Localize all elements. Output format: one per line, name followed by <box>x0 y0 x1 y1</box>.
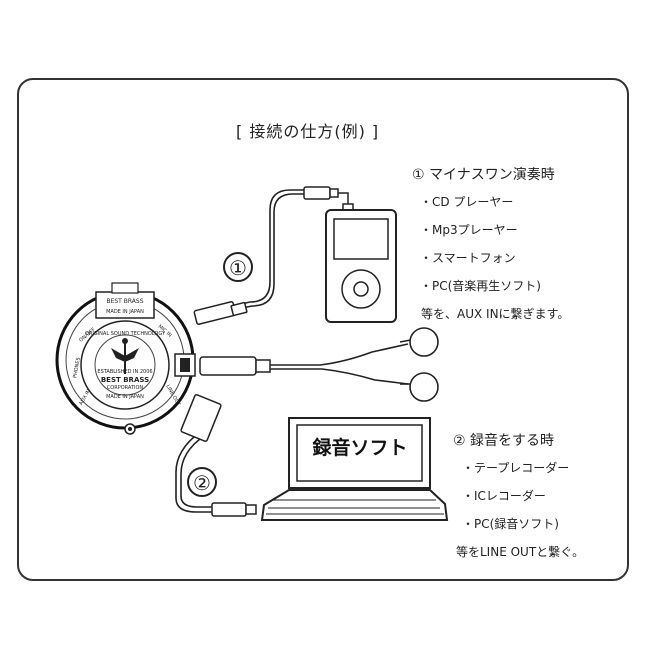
section2-heading: ② 録音をする時 <box>453 433 555 449</box>
section2-note: 等をLINE OUTと繋ぐ。 <box>456 545 585 559</box>
section1-item: ・CD プレーヤー <box>420 195 514 209</box>
line-out-plug <box>180 394 222 442</box>
callout-one-icon <box>223 252 253 282</box>
cable-earphones <box>268 343 409 366</box>
eagle-emblem <box>111 348 139 362</box>
callout-one-label: ① <box>229 256 247 280</box>
center-line1: ESTABLISHED IN 2006 <box>97 369 152 375</box>
laptop-icon <box>260 417 449 521</box>
arc-label: ORIGINAL SOUND TECHNOLOGY <box>85 331 166 337</box>
page-title: [ 接続の仕方(例) ] <box>236 122 380 141</box>
badge-line1: BEST BRASS <box>106 298 143 305</box>
cable-aux-in <box>231 189 326 307</box>
callout-two-icon <box>187 467 217 497</box>
section1-item: ・Mp3プレーヤー <box>420 223 518 237</box>
section2-item: ・テープレコーダー <box>462 461 570 475</box>
section1-note: 等を、AUX INに繋ぎます。 <box>421 307 570 321</box>
audio-interface-device <box>55 282 196 435</box>
cable-line-out <box>175 431 212 513</box>
player-plug <box>303 186 354 214</box>
aux-plug <box>193 301 248 325</box>
mp3-player-icon <box>325 209 397 323</box>
section2-item: ・PC(録音ソフト) <box>462 517 559 531</box>
laptop-plug <box>211 502 257 517</box>
callout-two-label: ② <box>193 471 211 495</box>
diagram-frame <box>17 78 629 581</box>
earphone-icon <box>399 327 439 402</box>
section1-heading: ① マイナスワン演奏時 <box>412 167 555 183</box>
earphone-plug <box>199 356 271 376</box>
section2-item: ・ICレコーダー <box>462 489 546 503</box>
center-line2: BEST BRASS <box>101 376 149 384</box>
center-line4: MADE IN JAPAN <box>106 394 144 400</box>
laptop-screen-label: 録音ソフト <box>312 437 408 459</box>
badge-line2: MADE IN JAPAN <box>106 309 144 315</box>
center-line3: CORPORATION <box>107 385 144 391</box>
section1-item: ・スマートフォン <box>420 251 516 265</box>
port-phones-label: PHONES <box>72 357 82 379</box>
section1-item: ・PC(音楽再生ソフト) <box>420 279 541 293</box>
